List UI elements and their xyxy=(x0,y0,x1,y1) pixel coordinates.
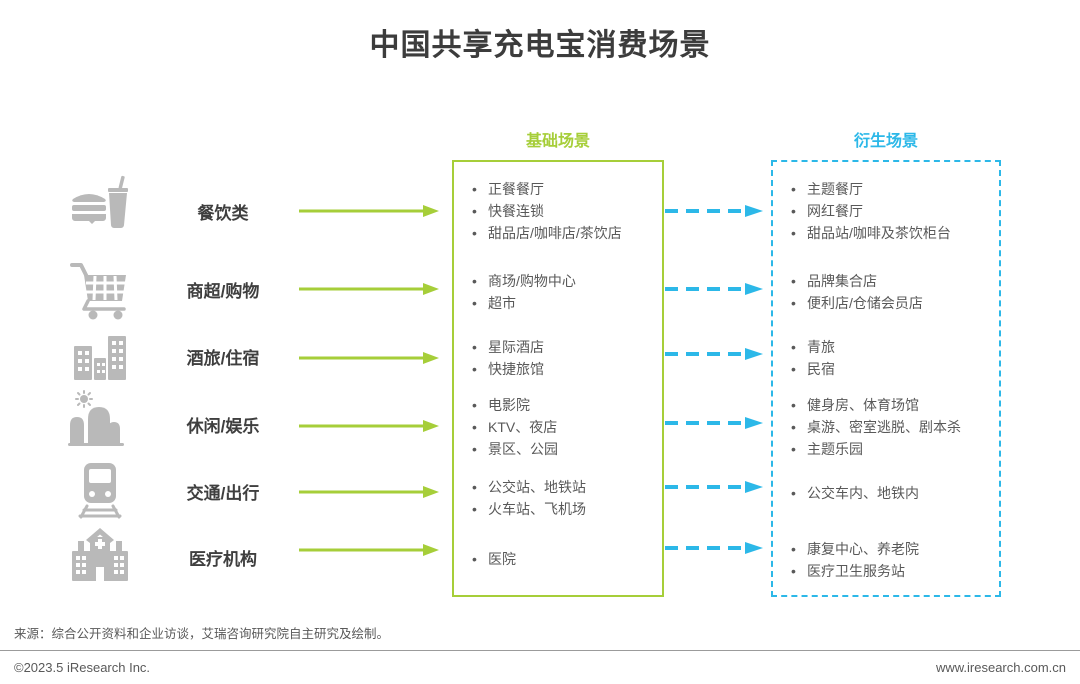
basic-column-header: 基础场景 xyxy=(525,133,590,150)
footer-divider xyxy=(0,650,1080,651)
list-item: 快餐连锁 xyxy=(468,200,622,222)
shopping-cart-icon xyxy=(62,256,138,322)
list-item: 星际酒店 xyxy=(468,336,544,358)
green-arrow-transport xyxy=(299,486,439,498)
list-item: 民宿 xyxy=(787,358,835,380)
derived-group-hotel: 青旅 民宿 xyxy=(787,336,835,380)
list-item: 甜品店/咖啡店/茶饮店 xyxy=(468,222,622,244)
list-item: 超市 xyxy=(468,292,576,314)
website-url: www.iresearch.com.cn xyxy=(935,660,1066,675)
basic-group-leisure: 电影院 KTV、夜店 景区、公园 xyxy=(468,394,558,460)
category-label-leisure: 休闲/娱乐 xyxy=(186,417,260,436)
green-arrow-shopping xyxy=(299,283,439,295)
derived-scenarios-box: 主题餐厅 网红餐厅 甜品站/咖啡及茶饮柜台 品牌集合店 便利店/仓储会员店 青旅… xyxy=(771,160,1001,597)
list-item: 快捷旅馆 xyxy=(468,358,544,380)
green-arrow-leisure xyxy=(299,420,439,432)
list-item: 景区、公园 xyxy=(468,438,558,460)
list-item: 网红餐厅 xyxy=(787,200,951,222)
scenery-icon xyxy=(62,388,138,454)
list-item: 商场/购物中心 xyxy=(468,270,576,292)
dashed-arrow-hotel xyxy=(665,348,763,360)
page-title: 中国共享充电宝消费场景 xyxy=(369,29,711,62)
dashed-arrow-shopping xyxy=(665,283,763,295)
list-item: 便利店/仓储会员店 xyxy=(787,292,923,314)
green-arrow-medical xyxy=(299,544,439,556)
list-item: 甜品站/咖啡及茶饮柜台 xyxy=(787,222,951,244)
green-arrow-hotel xyxy=(299,352,439,364)
copyright-text: ©2023.5 iResearch Inc. xyxy=(14,660,151,675)
category-label-dining: 餐饮类 xyxy=(197,204,249,223)
dashed-arrow-leisure xyxy=(665,417,763,429)
list-item: 健身房、体育场馆 xyxy=(787,394,961,416)
list-item: 主题餐厅 xyxy=(787,178,951,200)
list-item: 公交车内、地铁内 xyxy=(787,482,919,504)
list-item: 正餐餐厅 xyxy=(468,178,622,200)
list-item: 医疗卫生服务站 xyxy=(787,560,919,582)
dashed-arrow-medical xyxy=(665,542,763,554)
category-label-medical: 医疗机构 xyxy=(189,550,257,569)
category-label-hotel: 酒旅/住宿 xyxy=(186,349,260,368)
list-item: 康复中心、养老院 xyxy=(787,538,919,560)
green-arrow-dining xyxy=(299,205,439,217)
derived-group-shopping: 品牌集合店 便利店/仓储会员店 xyxy=(787,270,923,314)
hospital-icon xyxy=(62,524,138,590)
derived-group-medical: 康复中心、养老院 医疗卫生服务站 xyxy=(787,538,919,582)
category-label-transport: 交通/出行 xyxy=(186,484,260,503)
fastfood-icon xyxy=(62,174,138,240)
list-item: KTV、夜店 xyxy=(468,416,558,438)
basic-group-hotel: 星际酒店 快捷旅馆 xyxy=(468,336,544,380)
category-label-shopping: 商超/购物 xyxy=(186,282,260,301)
list-item: 火车站、飞机场 xyxy=(468,498,586,520)
list-item: 青旅 xyxy=(787,336,835,358)
dashed-arrow-dining xyxy=(665,205,763,217)
derived-group-transport: 公交车内、地铁内 xyxy=(787,482,919,504)
basic-group-medical: 医院 xyxy=(468,548,516,570)
list-item: 主题乐园 xyxy=(787,438,961,460)
basic-scenarios-box: 正餐餐厅 快餐连锁 甜品店/咖啡店/茶饮店 商场/购物中心 超市 星际酒店 快捷… xyxy=(452,160,664,597)
list-item: 品牌集合店 xyxy=(787,270,923,292)
basic-group-shopping: 商场/购物中心 超市 xyxy=(468,270,576,314)
dashed-arrow-transport xyxy=(665,481,763,493)
source-note: 来源：综合公开资料和企业访谈，艾瑞咨询研究院自主研究及绘制。 xyxy=(14,627,390,641)
basic-group-transport: 公交站、地铁站 火车站、飞机场 xyxy=(468,476,586,520)
train-icon xyxy=(62,458,138,524)
derived-column-header: 衍生场景 xyxy=(853,133,918,150)
basic-group-dining: 正餐餐厅 快餐连锁 甜品店/咖啡店/茶饮店 xyxy=(468,178,622,244)
list-item: 公交站、地铁站 xyxy=(468,476,586,498)
list-item: 桌游、密室逃脱、剧本杀 xyxy=(787,416,961,438)
derived-group-leisure: 健身房、体育场馆 桌游、密室逃脱、剧本杀 主题乐园 xyxy=(787,394,961,460)
derived-group-dining: 主题餐厅 网红餐厅 甜品站/咖啡及茶饮柜台 xyxy=(787,178,951,244)
list-item: 医院 xyxy=(468,548,516,570)
buildings-icon xyxy=(62,323,138,389)
list-item: 电影院 xyxy=(468,394,558,416)
